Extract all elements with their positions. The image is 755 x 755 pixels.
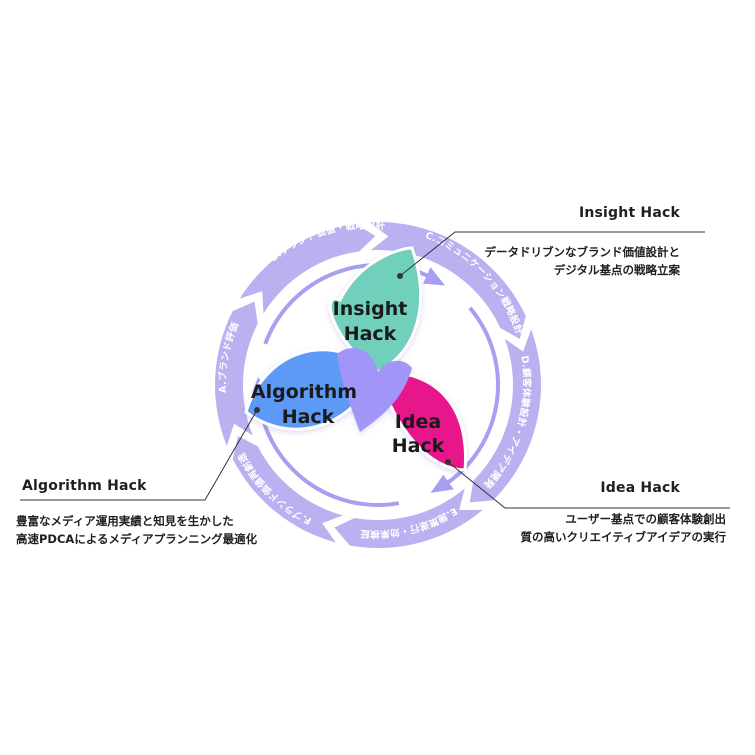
ring-segment-e [334,488,483,548]
ring-segment-d [469,329,541,503]
idea-hack-desc-line-1: ユーザー基点での顧客体験創出 [565,512,726,526]
insight-leader-line [399,231,705,277]
algorithm-leader-dot [254,407,260,413]
insight-hack-description: データドリブンなブランド価値設計と デジタル基点の戦略立案 [485,243,681,279]
algorithm-petal-label-1: Algorithm [251,381,357,403]
idea-hack-description: ユーザー基点での顧客体験創出 質の高いクリエイティブアイデアの実行 [520,510,726,546]
idea-hack-petal [376,370,468,472]
algorithm-petal-label-2: Hack [282,406,335,428]
ring-segment-f [232,435,344,543]
algorithm-hack-title: Algorithm Hack [22,478,147,494]
idea-petal-label-2: Hack [392,435,445,457]
insight-petal-label-2: Hack [344,323,397,345]
inner-arrowhead-1 [423,267,446,286]
insight-hack-title: Insight Hack [578,205,680,221]
algorithm-hack-description: 豊富なメディア運用実績と知見を生かした 高速PDCAによるメディアプランニング最… [16,512,257,548]
idea-leader-dot [445,459,451,465]
algorithm-leader-line [20,409,258,501]
insight-hack-desc-line-1: データドリブンなブランド価値設計と [484,245,681,259]
algorithm-hack-desc-line-2: 高速PDCAによるメディアプランニング最適化 [16,532,258,546]
petal-group [244,246,468,472]
insight-petal-label-1: Insight [333,298,408,320]
inner-arrow-arc-2 [436,306,500,491]
leader-lines [20,231,730,509]
idea-hack-desc-line-2: 質の高いクリエイティブアイデアの実行 [520,530,726,544]
idea-leader-line [447,461,730,509]
idea-hack-title: Idea Hack [600,480,680,496]
idea-petal-label-1: Idea [395,411,441,433]
ring-segment-a [214,301,258,447]
insight-hack-desc-line-2: デジタル基点の戦略立案 [553,263,680,277]
center-overlap [337,348,412,432]
insight-hack-petal [328,246,423,374]
inner-arrowhead-2 [430,474,454,493]
algorithm-hack-desc-line-1: 豊富なメディア運用実績と知見を生かした [16,514,234,528]
ring-segment-b [239,223,376,314]
insight-leader-dot [397,273,403,279]
